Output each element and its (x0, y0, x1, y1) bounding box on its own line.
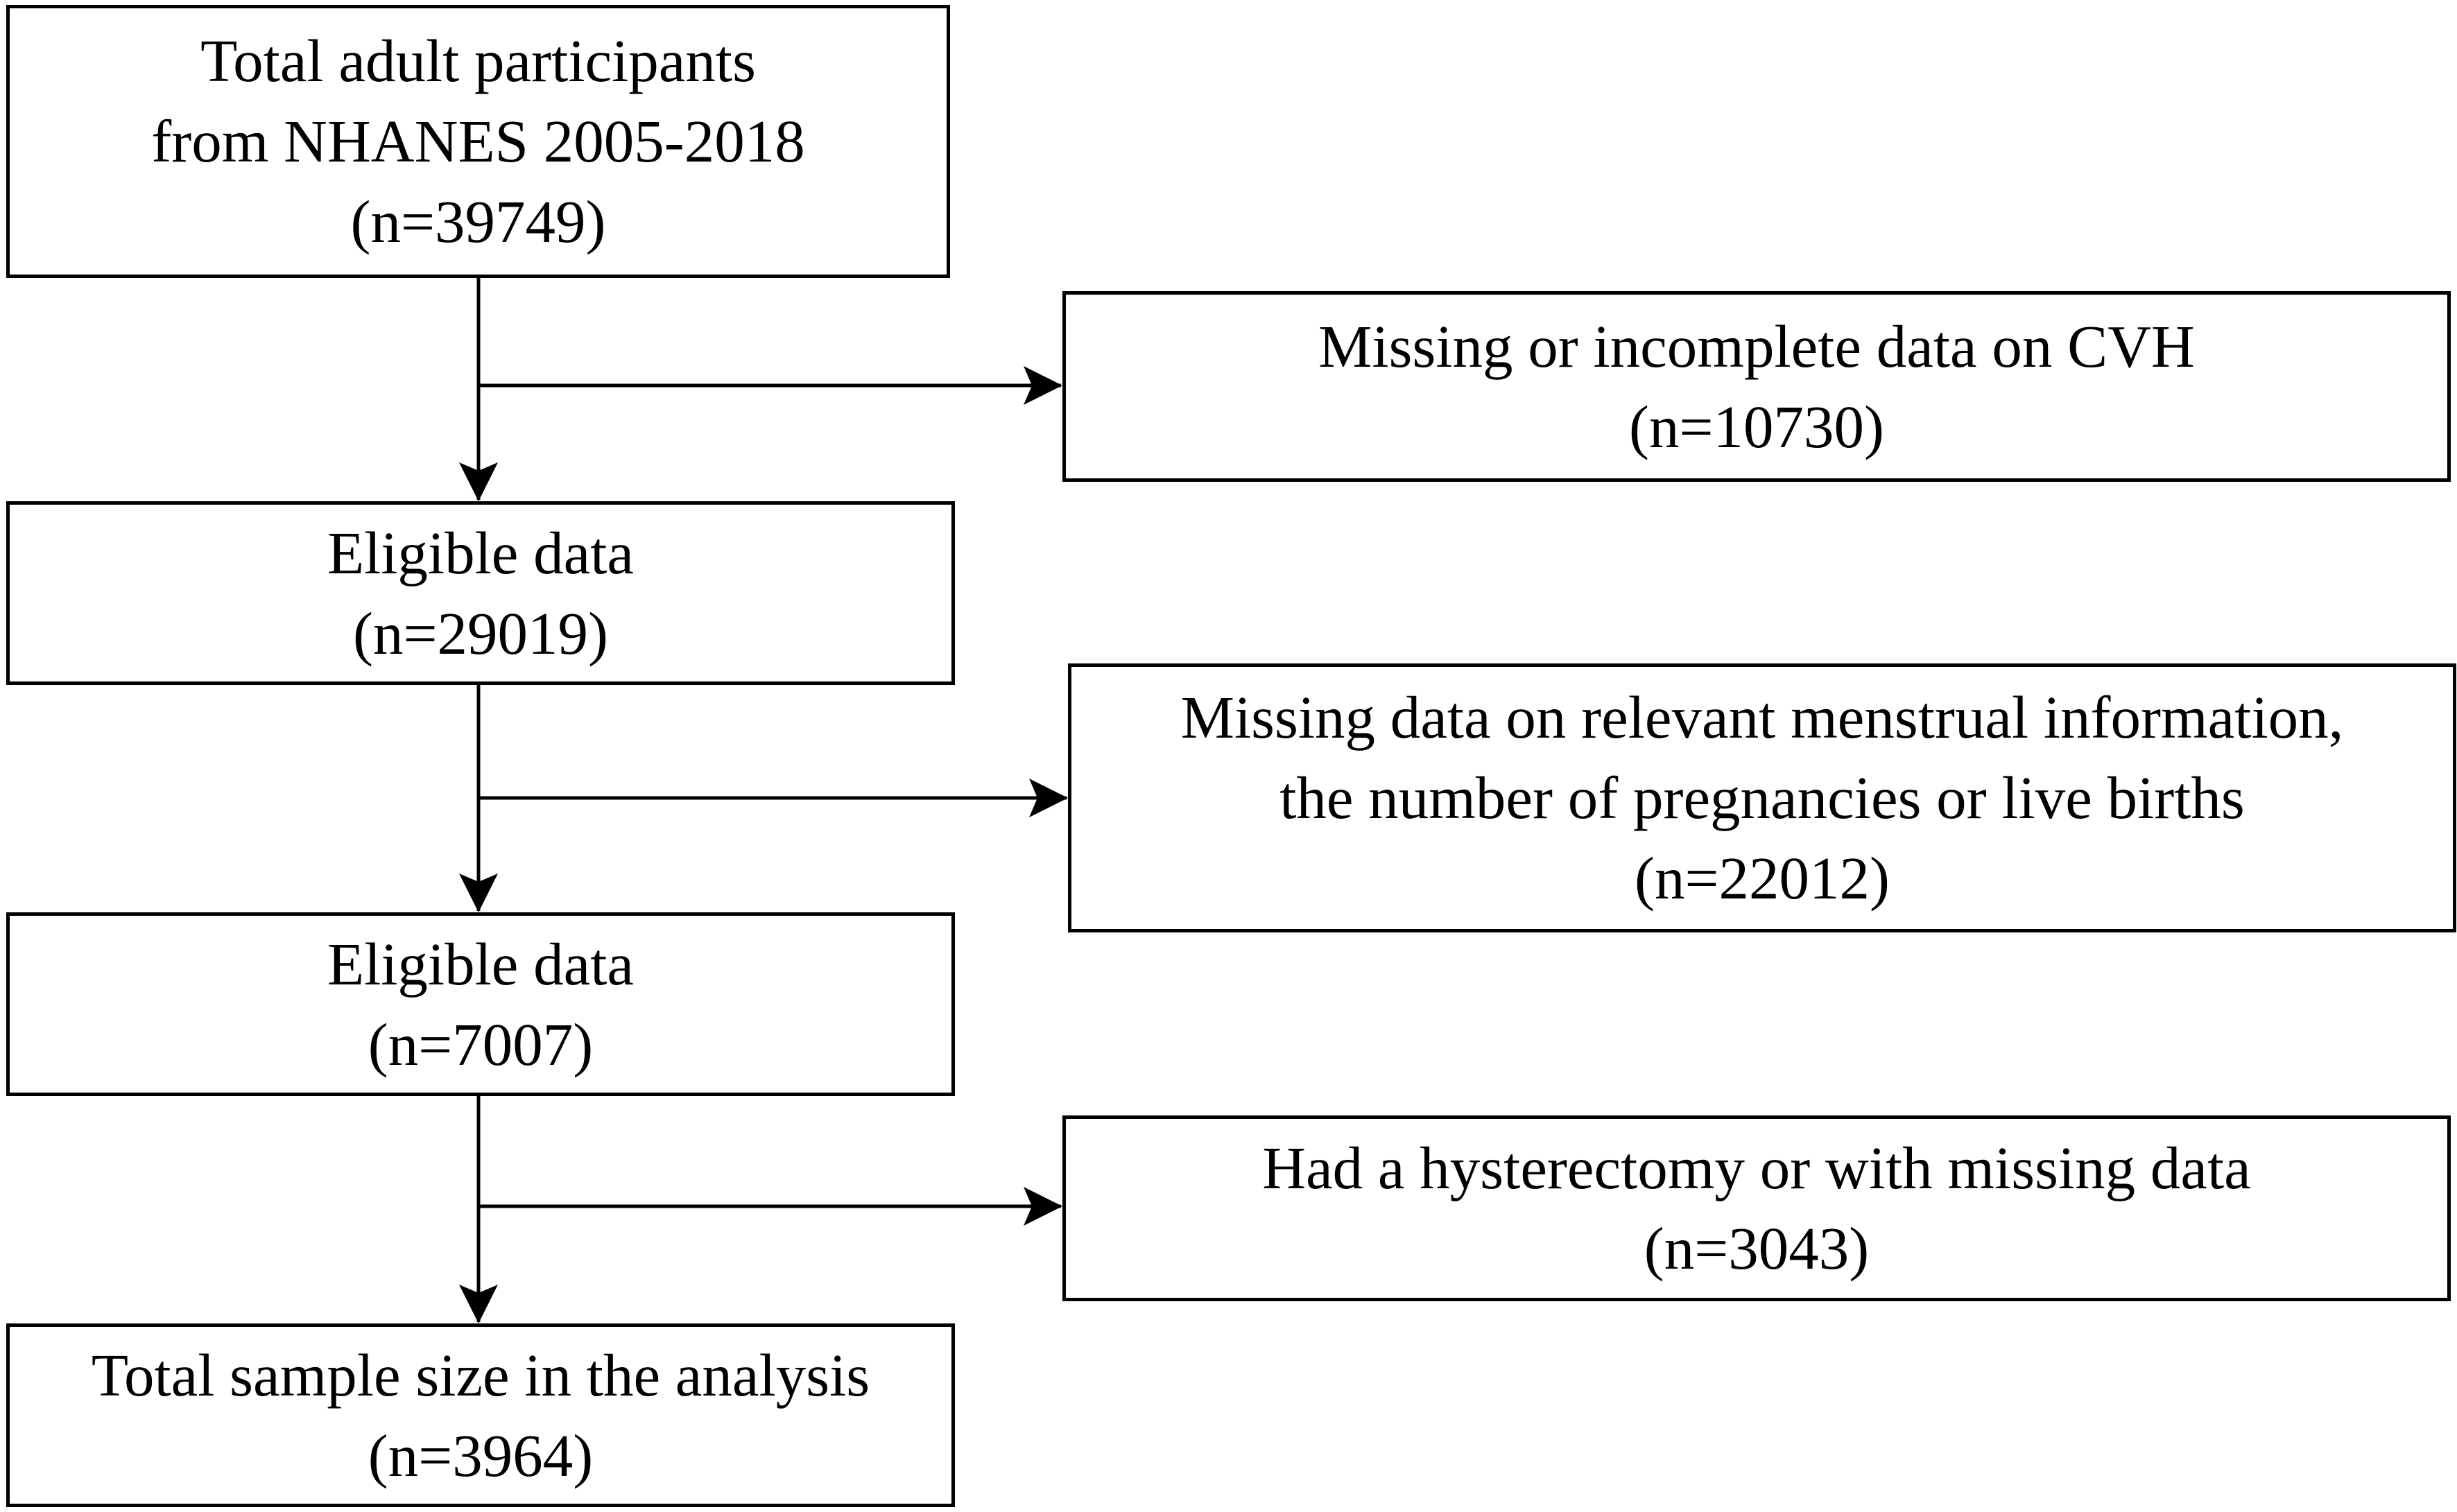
box-count: (n=29019) (352, 599, 608, 667)
box-count: (n=39749) (350, 188, 606, 255)
box-exclusion-menstrual: Missing data on relevant menstrual infor… (1068, 663, 2456, 932)
box-text-line: Total sample size in the analysis (91, 1341, 870, 1409)
box-total-participants: Total adult participants from NHANES 200… (6, 5, 950, 278)
box-text-line: from NHANES 2005-2018 (151, 107, 805, 175)
box-count: (n=3964) (368, 1421, 594, 1489)
box-count: (n=22012) (1634, 844, 1890, 912)
box-text-line: Missing or incomplete data on CVH (1318, 312, 2195, 380)
box-text-line: Missing data on relevant menstrual infor… (1180, 684, 2344, 751)
box-eligible-data-2: Eligible data (n=7007) (6, 912, 955, 1096)
box-text-line: Eligible data (327, 519, 635, 586)
box-exclusion-hysterectomy: Had a hysterectomy or with missing data … (1062, 1115, 2451, 1301)
box-text-line: Eligible data (327, 930, 635, 998)
box-count: (n=7007) (368, 1010, 594, 1078)
box-count: (n=10730) (1628, 392, 1884, 460)
box-text-line: the number of pregnancies or live births (1279, 764, 2245, 831)
box-exclusion-cvh: Missing or incomplete data on CVH (n=107… (1062, 291, 2451, 482)
box-count: (n=3043) (1644, 1215, 1870, 1282)
box-text-line: Total adult participants (200, 27, 756, 94)
box-total-sample: Total sample size in the analysis (n=396… (6, 1323, 955, 1507)
box-eligible-data-1: Eligible data (n=29019) (6, 501, 955, 685)
box-text-line: Had a hysterectomy or with missing data (1262, 1134, 2251, 1201)
